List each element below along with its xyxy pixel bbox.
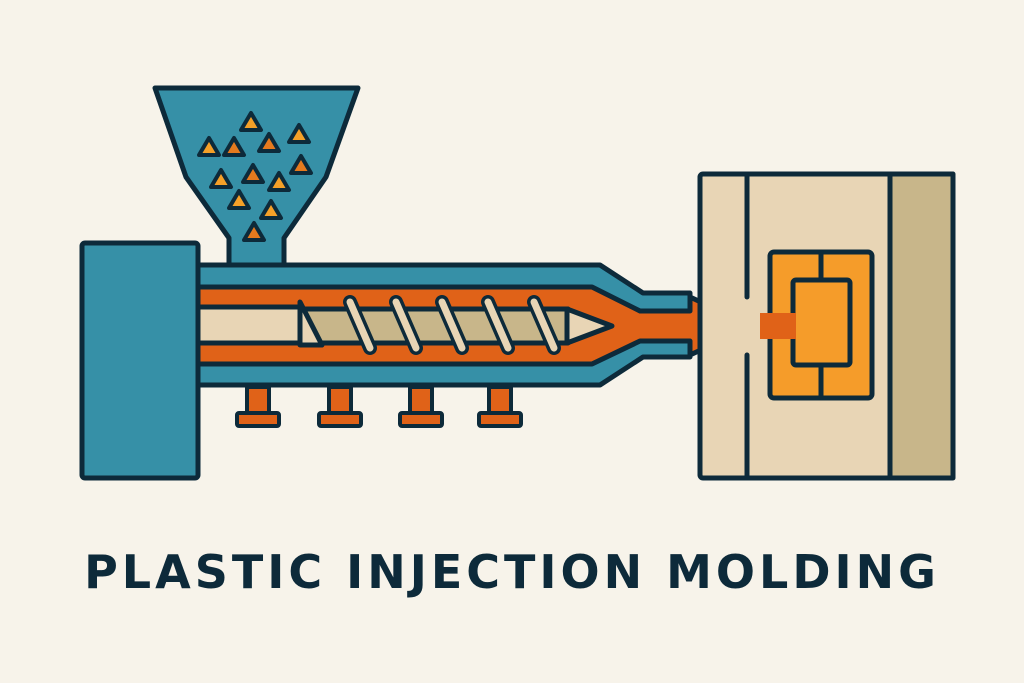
pellet <box>209 168 233 189</box>
mold-back-plate <box>887 171 956 481</box>
heater-foot <box>477 411 523 428</box>
screw-flight <box>484 298 512 352</box>
drive-unit <box>79 240 201 481</box>
heater-foot <box>235 411 281 428</box>
pellet <box>257 132 281 153</box>
pellet <box>287 123 311 144</box>
heater-stem <box>487 385 513 415</box>
pellet <box>267 171 291 192</box>
diagram-title: PLASTIC INJECTION MOLDING <box>84 545 940 599</box>
heater-stem <box>245 385 271 415</box>
screw-flight <box>346 298 374 352</box>
screw-shaft <box>195 304 305 346</box>
screw-flights <box>343 295 561 355</box>
screw-tip <box>564 306 615 346</box>
screw-body <box>297 306 571 346</box>
heater-stem <box>408 385 434 415</box>
heater-foot <box>398 411 444 428</box>
pellet <box>227 189 251 210</box>
screw-flight <box>438 298 466 352</box>
screw-flight <box>530 298 558 352</box>
pellet <box>241 163 265 184</box>
runner-fill <box>760 313 796 339</box>
plastic-pellets <box>197 111 313 242</box>
screw-start <box>297 299 325 348</box>
heater-foot <box>317 411 363 428</box>
heater-bands <box>235 385 523 428</box>
pellet <box>259 199 283 220</box>
pellet <box>239 111 263 132</box>
pellet <box>222 136 246 157</box>
pellet <box>197 136 221 157</box>
heater-stem <box>327 385 353 415</box>
screw-flight <box>392 298 420 352</box>
molded-part <box>790 277 853 368</box>
pellet <box>242 221 266 242</box>
pellet <box>289 154 313 175</box>
